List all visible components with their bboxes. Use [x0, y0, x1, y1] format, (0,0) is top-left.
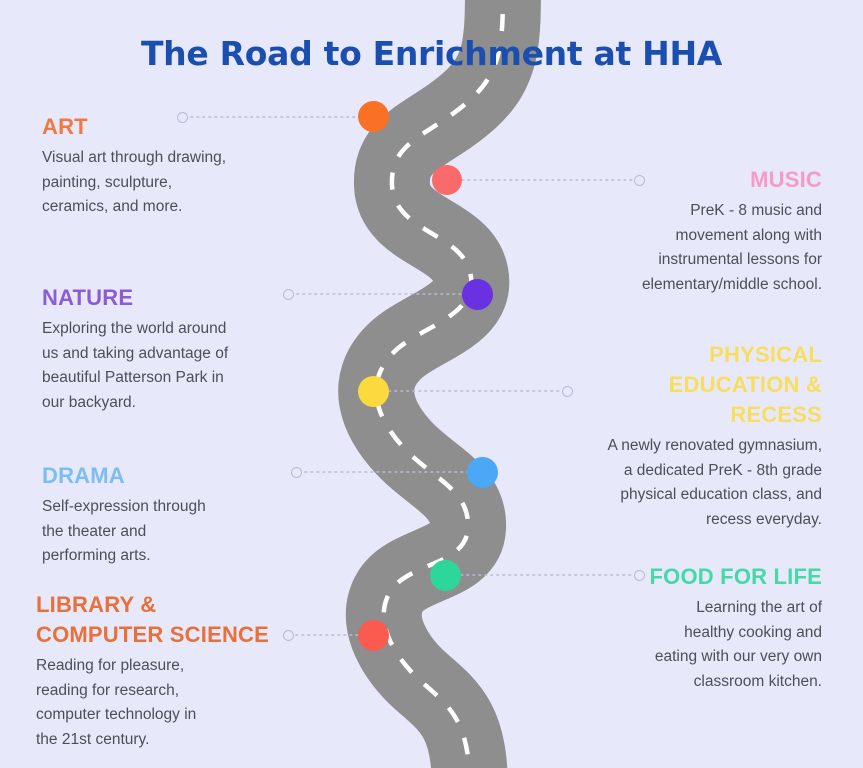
- page-title: The Road to Enrichment at HHA: [140, 34, 723, 73]
- section-heading-physical-education: PHYSICAL EDUCATION & RECESS: [668, 342, 822, 428]
- section-heading-music: MUSIC: [750, 167, 822, 192]
- section-drama: DRAMA Self-expression through the theate…: [42, 461, 300, 569]
- road-asphalt: [338, 0, 541, 768]
- section-heading-food-for-life: FOOD FOR LIFE: [649, 564, 822, 589]
- section-body-food-for-life: Learning the art of healthy cooking and …: [654, 599, 822, 690]
- section-physical-education: PHYSICAL EDUCATION & RECESS A newly reno…: [520, 340, 822, 532]
- road-dot-food-for-life[interactable]: [430, 560, 461, 591]
- road-dot-physical-education[interactable]: [358, 376, 389, 407]
- section-heading-nature: NATURE: [42, 285, 134, 310]
- section-food-for-life: FOOD FOR LIFE Learning the art of health…: [530, 562, 822, 694]
- section-body-library-computer-science: Reading for pleasure, reading for resear…: [36, 657, 197, 748]
- road-dot-nature[interactable]: [462, 279, 493, 310]
- section-body-music: PreK - 8 music and movement along with i…: [641, 202, 822, 293]
- section-body-art: Visual art through drawing, painting, sc…: [42, 149, 227, 216]
- section-music: MUSIC PreK - 8 music and movement along …: [540, 165, 822, 297]
- section-library-computer-science: LIBRARY & COMPUTER SCIENCE Reading for p…: [36, 590, 326, 752]
- section-art: ART Visual art through drawing, painting…: [42, 112, 302, 220]
- road-dot-art[interactable]: [358, 101, 389, 132]
- road-dot-drama[interactable]: [467, 457, 498, 488]
- road-dot-music[interactable]: [432, 165, 462, 195]
- section-body-drama: Self-expression through the theater and …: [42, 498, 206, 565]
- section-heading-drama: DRAMA: [42, 463, 125, 488]
- section-heading-art: ART: [42, 114, 88, 139]
- section-body-nature: Exploring the world around us and taking…: [42, 320, 229, 411]
- road-dot-library-computer-science[interactable]: [358, 620, 389, 651]
- section-nature: NATURE Exploring the world around us and…: [42, 283, 310, 415]
- section-body-physical-education: A newly renovated gymnasium, a dedicated…: [607, 437, 822, 528]
- section-heading-library-computer-science: LIBRARY & COMPUTER SCIENCE: [36, 592, 269, 648]
